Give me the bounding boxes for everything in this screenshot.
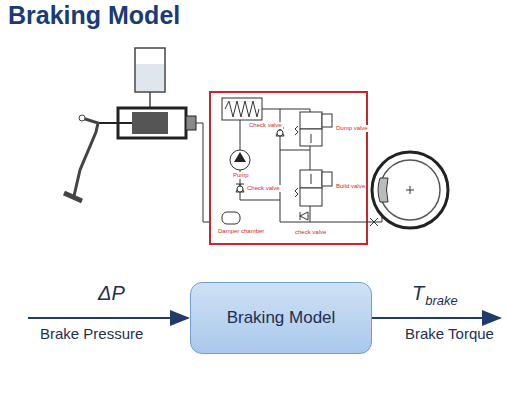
fluid	[136, 64, 164, 91]
input-arrow	[28, 317, 188, 319]
component-label: Dump valve	[335, 125, 369, 132]
process-box: Braking Model	[190, 282, 372, 354]
piston	[132, 112, 168, 134]
dump-valve	[300, 112, 322, 129]
box-label: Braking Model	[217, 304, 346, 332]
component-label: Check valve	[248, 122, 283, 129]
damper-chamber	[222, 212, 240, 224]
output-arrow	[372, 317, 500, 319]
component-label: Build valve	[335, 183, 366, 190]
signal-name: Brake Pressure	[40, 326, 143, 343]
component-label: Damper chamber	[217, 228, 265, 235]
signal-symbol: T	[412, 282, 424, 304]
signal-subscript: brake	[425, 294, 458, 308]
brake-pedal	[74, 118, 98, 196]
accumulator	[222, 98, 262, 120]
reservoir	[135, 48, 165, 92]
caliper	[378, 178, 388, 202]
component-label: Pump	[232, 172, 250, 179]
signal-name: Brake Torque	[405, 326, 494, 343]
build-valve	[300, 170, 322, 188]
wheel	[372, 152, 448, 228]
component-label: Check valve	[246, 185, 281, 192]
slide-title: Braking Model	[8, 2, 180, 30]
component-label: check valve	[294, 229, 327, 236]
signal-symbol: ΔP	[98, 282, 125, 304]
abs-unit-frame	[210, 92, 367, 244]
pump	[230, 150, 250, 170]
